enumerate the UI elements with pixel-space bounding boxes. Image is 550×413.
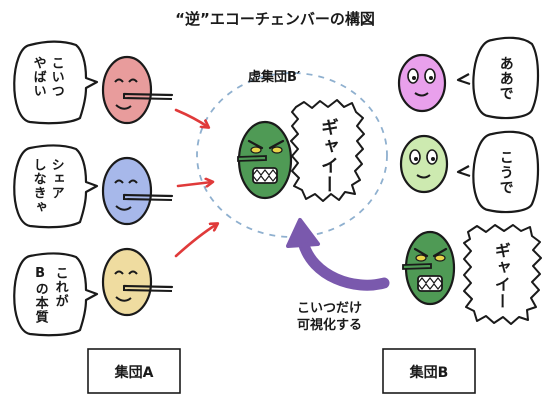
group-b-face-2 xyxy=(399,134,449,194)
diagram-title: “逆”エコーチェンバーの構図 xyxy=(175,10,375,28)
red-arrow-2 xyxy=(176,182,212,186)
group-b-bubble-2 xyxy=(456,130,540,214)
group-a-bubble-3-line-2: Bの本質 xyxy=(32,266,48,324)
group-a-box xyxy=(87,348,181,394)
red-arrow-3 xyxy=(174,224,217,258)
arrow-caption-line-2: 可視化する xyxy=(297,318,363,333)
group-b-face-1 xyxy=(397,53,447,113)
purple-arrow-head xyxy=(286,218,320,248)
group-b-bubble-1-text: ああで xyxy=(497,56,514,101)
group-b-angry-bubble-text: ギャイー xyxy=(491,242,511,310)
center-spiky-bubble xyxy=(290,99,365,202)
group-a-face-1 xyxy=(101,55,174,125)
arrow-caption-line-1: こいつだけ xyxy=(297,301,363,316)
group-b-bubble-2-text: こうで xyxy=(497,150,514,195)
group-a-bubble-1-line-2: やばい xyxy=(30,56,46,98)
group-b-bubble-1 xyxy=(456,36,540,120)
group-a-face-3 xyxy=(101,247,174,317)
group-a-bubble-1-line-1: こいつ xyxy=(48,56,64,98)
group-b-box xyxy=(382,348,476,394)
group-a-bubble-2-line-1: シェア xyxy=(48,158,64,200)
group-a-label: 集団A xyxy=(114,365,154,381)
group-b-label: 集団B xyxy=(409,365,449,381)
group-a-bubble-1 xyxy=(13,40,99,125)
group-a-bubble-3-line-1: これが xyxy=(52,266,68,308)
center-angry-bubble-text: ギャイー xyxy=(317,118,339,194)
virtual-group-label: 虚集団B′ xyxy=(248,70,301,85)
group-a-face-2 xyxy=(101,156,174,226)
red-arrow-1 xyxy=(174,108,208,127)
group-a-bubble-2 xyxy=(13,144,99,229)
group-b-angry-face xyxy=(402,230,456,306)
group-a-bubble-3 xyxy=(13,252,99,337)
group-a-bubble-2-line-2: しなきゃ xyxy=(30,158,46,214)
group-b-spiky-bubble xyxy=(463,224,542,325)
center-angry-face xyxy=(237,120,293,200)
virtual-group-circle xyxy=(196,72,388,238)
purple-arrow xyxy=(297,236,390,291)
